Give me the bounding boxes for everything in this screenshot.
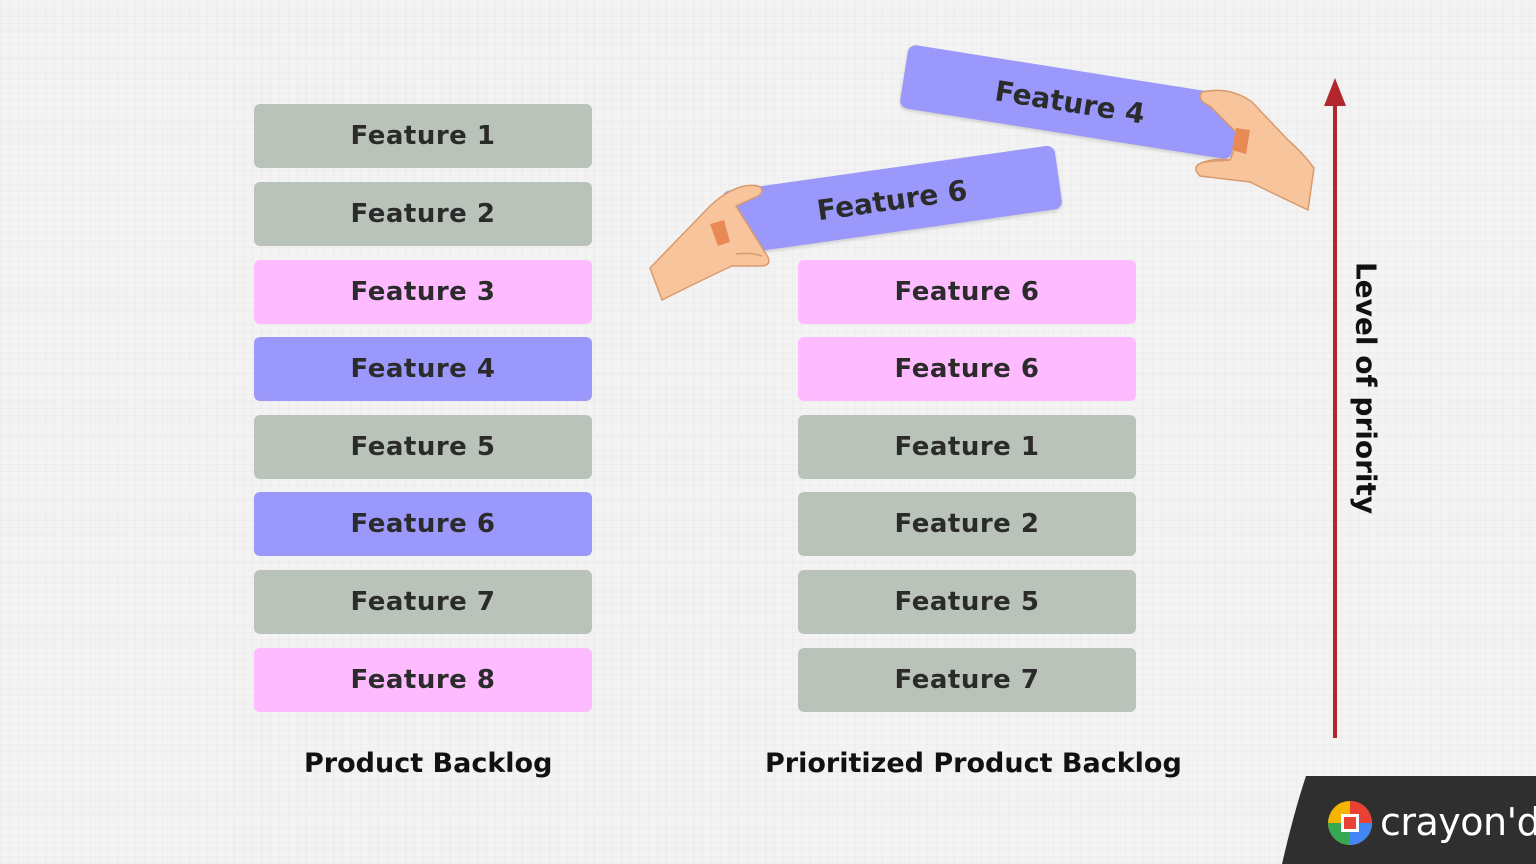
backlog-card-3: Feature 3 [254, 260, 592, 324]
priority-axis-label: Level of priority [1349, 261, 1383, 515]
left-hand-icon [649, 184, 770, 302]
prioritized-card-5: Feature 5 [798, 570, 1136, 634]
crayond-logo-icon [1328, 801, 1372, 845]
crayond-logo-text: crayon'd [1380, 800, 1536, 844]
backlog-card-8: Feature 8 [254, 648, 592, 712]
backlog-card-4: Feature 4 [254, 337, 592, 401]
backlog-card-7: Feature 7 [254, 570, 592, 634]
backlog-card-6: Feature 6 [254, 492, 592, 556]
prioritized-backlog-caption: Prioritized Product Backlog [765, 748, 1182, 779]
backlog-card-5: Feature 5 [254, 415, 592, 479]
backlog-card-1: Feature 1 [254, 104, 592, 168]
prioritized-card-4: Feature 2 [798, 492, 1136, 556]
prioritized-card-6: Feature 7 [798, 648, 1136, 712]
prioritized-card-1: Feature 6 [798, 260, 1136, 324]
priority-arrow-icon [1324, 78, 1346, 738]
backlog-card-2: Feature 2 [254, 182, 592, 246]
right-hand-icon [1195, 89, 1315, 212]
prioritized-card-3: Feature 1 [798, 415, 1136, 479]
prioritized-card-2: Feature 6 [798, 337, 1136, 401]
product-backlog-caption: Product Backlog [304, 748, 553, 779]
